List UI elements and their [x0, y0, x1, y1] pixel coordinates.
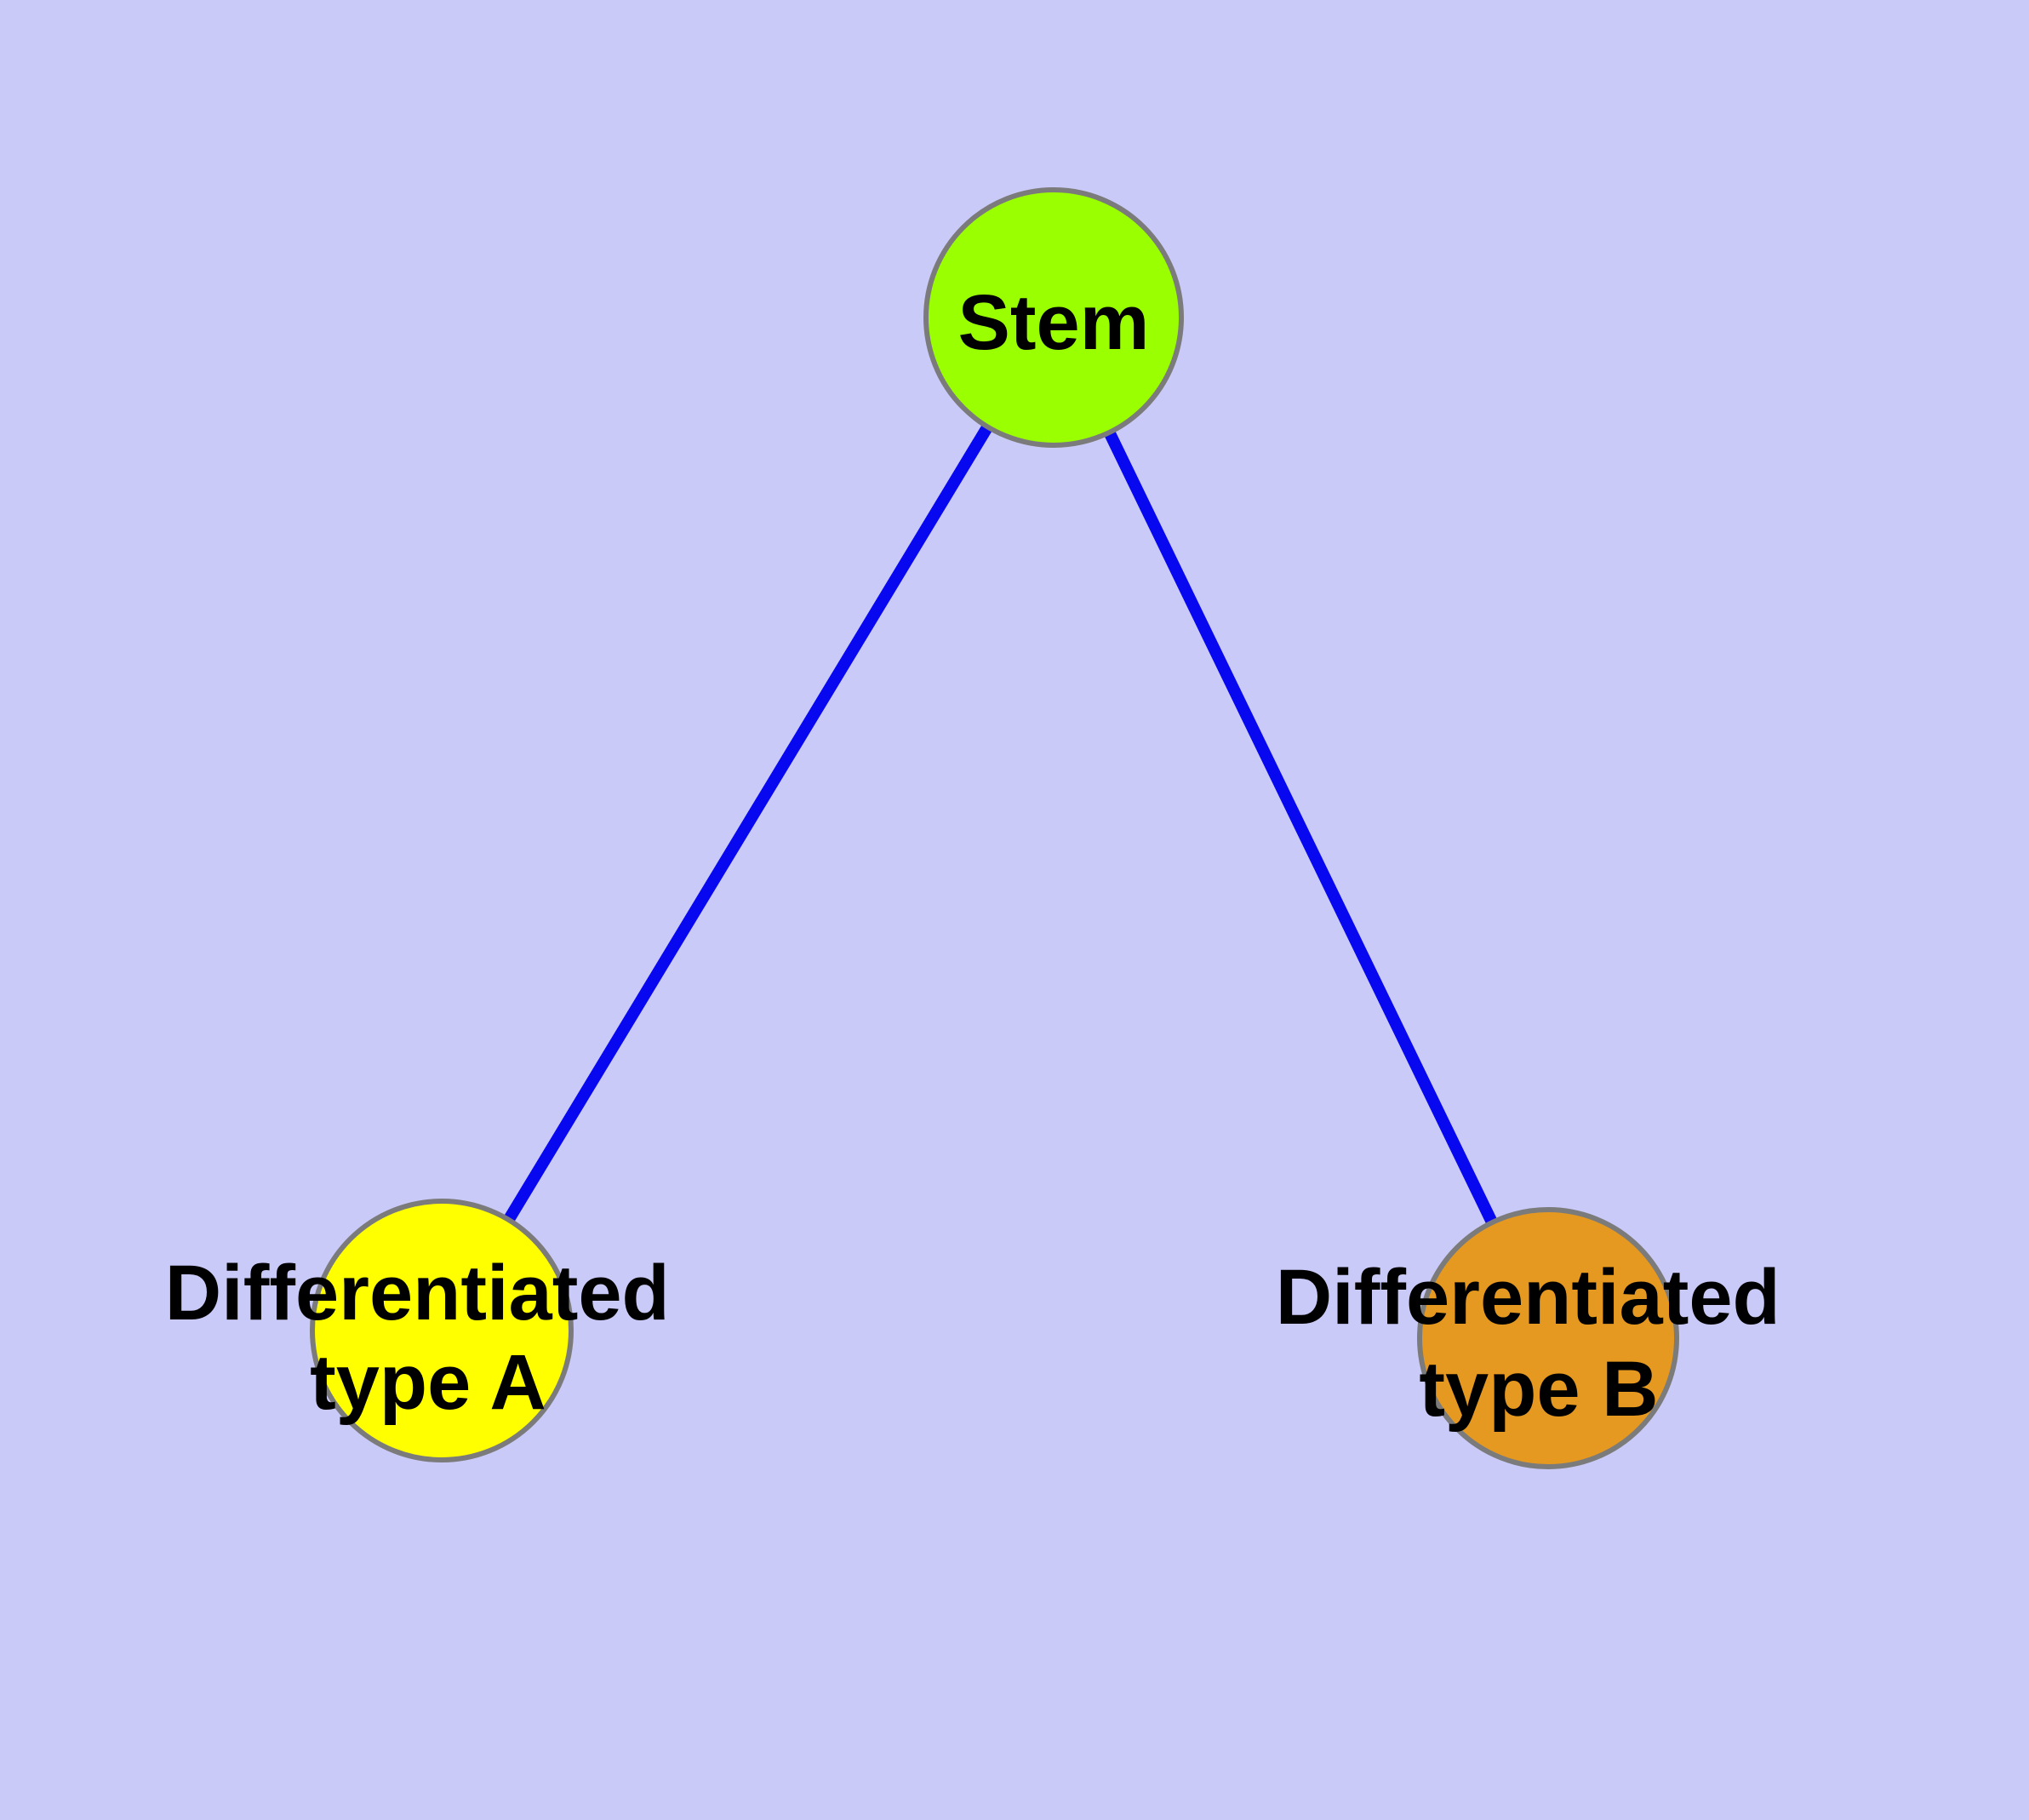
node-type-b-label-line1: Differentiated	[1276, 1254, 1780, 1341]
node-type-a-label-line2: type A	[310, 1339, 546, 1426]
node-stem-label: Stem	[958, 279, 1150, 366]
node-type-a-label: Differentiated type A	[165, 1250, 692, 1426]
node-type-a	[310, 1199, 574, 1462]
node-type-b	[1417, 1207, 1679, 1469]
edge-stem-to-type-b	[1048, 314, 1554, 1342]
node-stem	[923, 187, 1184, 448]
node-type-b-label: Differentiated type B	[1276, 1254, 1803, 1433]
edge-stem-to-type-a	[437, 314, 1059, 1334]
node-type-b-label-line2: type B	[1419, 1346, 1658, 1433]
node-type-a-label-line1: Differentiated	[165, 1250, 670, 1336]
